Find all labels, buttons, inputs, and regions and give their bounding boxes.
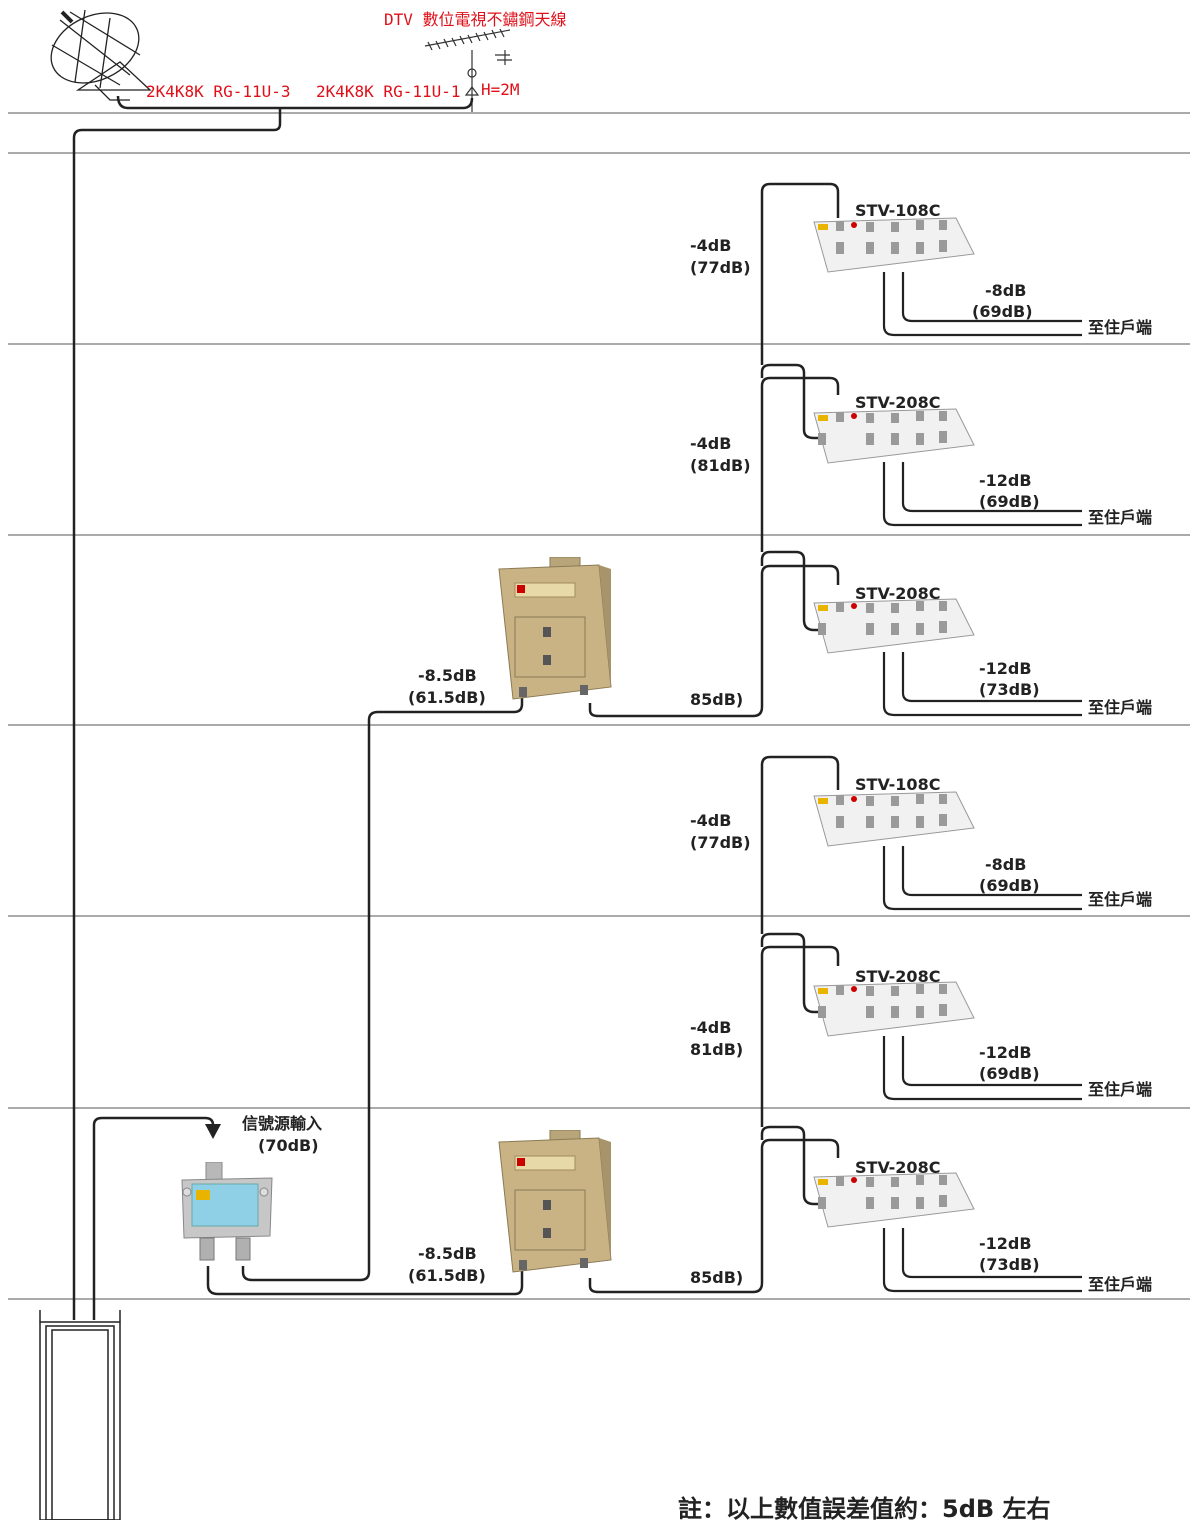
equipment-cabinet-icon <box>39 1310 121 1520</box>
output-loss-label: -12dB <box>979 471 1032 490</box>
input-loss-label: -4dB <box>690 1018 732 1037</box>
output-level-label: (73dB) <box>979 1255 1040 1274</box>
device-model-label: STV-208C <box>855 967 941 986</box>
device-model-label: STV-208C <box>855 1158 941 1177</box>
tap-unit-floor-6 <box>806 1167 976 1233</box>
output-level-label: (69dB) <box>979 876 1040 895</box>
dtv-antenna-label: DTV 數位電視不鏽鋼天線 <box>384 10 567 29</box>
output-loss-label: -8dB <box>985 281 1027 300</box>
output-level-label: (69dB) <box>972 302 1033 321</box>
resident-dest-label: 至住戶端 <box>1088 508 1153 527</box>
source-arrow-icon <box>205 1124 221 1139</box>
input-level-label: (77dB) <box>690 258 751 277</box>
tap-unit-floor-5 <box>806 976 976 1042</box>
resident-dest-label: 至住戶端 <box>1088 318 1153 337</box>
trunk-cables <box>206 182 840 1296</box>
resident-dest-label: 至住戶端 <box>1088 1080 1153 1099</box>
device-model-label: STV-108C <box>855 775 941 794</box>
input-loss-label: -4dB <box>690 434 732 453</box>
splitter-unit <box>178 1161 274 1274</box>
input-level-label: (81dB) <box>690 456 751 475</box>
tap-unit-floor-2 <box>806 403 976 469</box>
amp-input-level-label: (61.5dB) <box>408 1266 486 1285</box>
amplifier-device-icon <box>498 556 612 700</box>
input-loss-label: -4dB <box>690 236 732 255</box>
output-loss-label: -12dB <box>979 1234 1032 1253</box>
amp-input-loss-label: -8.5dB <box>418 1244 477 1263</box>
floor-lines <box>8 112 1190 1300</box>
amp-input-loss-label: -8.5dB <box>418 666 477 685</box>
device-model-label: STV-208C <box>855 584 941 603</box>
tap-unit-floor-4 <box>806 786 976 852</box>
input-level-label: 81dB) <box>690 1040 744 1059</box>
tap-device-icon <box>813 981 975 1037</box>
cable-label-right: 2K4K8K RG-11U-1 <box>316 82 461 101</box>
amplifier-upper <box>495 556 613 709</box>
amplifier-device-icon <box>498 1129 612 1273</box>
tap-device-icon <box>813 1172 975 1228</box>
amp-output-level-label: 85dB) <box>690 1268 744 1287</box>
splitter-device-icon <box>181 1161 273 1261</box>
tap-outputs <box>882 272 1082 1293</box>
roof-cables <box>72 95 474 1320</box>
resident-dest-label: 至住戶端 <box>1088 698 1153 717</box>
input-loss-label: -4dB <box>690 811 732 830</box>
tap-device-icon <box>813 408 975 464</box>
device-model-label: STV-208C <box>855 393 941 412</box>
tap-device-icon <box>813 217 975 273</box>
tap-device-icon <box>813 791 975 847</box>
output-loss-label: -8dB <box>985 855 1027 874</box>
output-level-label: (69dB) <box>979 492 1040 511</box>
tap-unit-floor-1 <box>806 212 976 278</box>
footnote: 註：以上數值誤差值約：5dB 左右 <box>678 1495 1051 1523</box>
antenna-height-label: H=2M <box>481 80 520 99</box>
tap-device-icon <box>813 598 975 654</box>
amp-input-level-label: (61.5dB) <box>408 688 486 707</box>
output-loss-label: -12dB <box>979 1043 1032 1062</box>
output-level-label: (69dB) <box>979 1064 1040 1083</box>
resident-dest-label: 至住戶端 <box>1088 1275 1153 1294</box>
amplifier-lower <box>495 1129 613 1282</box>
output-level-label: (73dB) <box>979 680 1040 699</box>
cable-label-left: 2K4K8K RG-11U-3 <box>146 82 291 101</box>
source-level-label: (70dB) <box>258 1136 319 1155</box>
satellite-dish-icon <box>50 9 152 101</box>
input-level-label: (77dB) <box>690 833 751 852</box>
resident-dest-label: 至住戶端 <box>1088 890 1153 909</box>
dtv-antenna-icon <box>424 28 512 112</box>
amp-output-level-label: 85dB) <box>690 690 744 709</box>
output-loss-label: -12dB <box>979 659 1032 678</box>
tap-unit-floor-3 <box>806 593 976 659</box>
device-model-label: STV-108C <box>855 201 941 220</box>
source-input-label: 信號源輸入 <box>242 1114 323 1133</box>
